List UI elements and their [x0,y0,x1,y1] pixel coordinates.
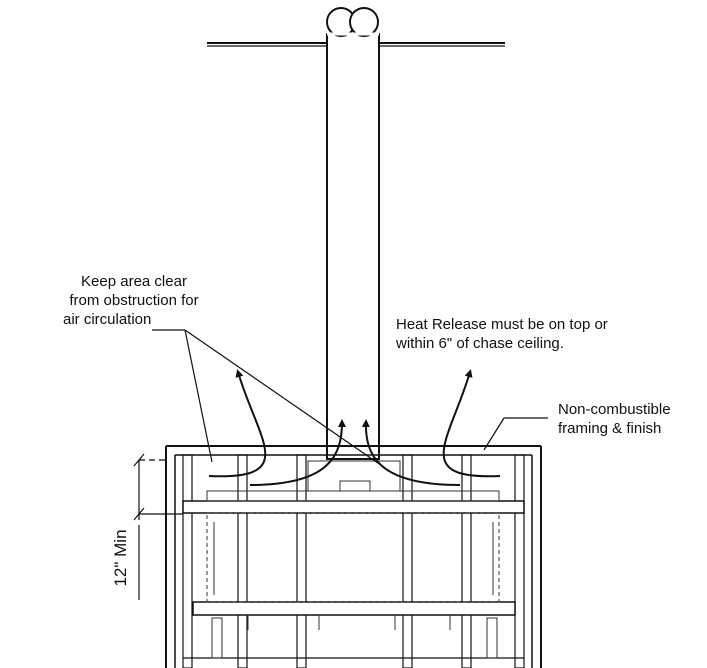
dimension-label: 12" Min [111,529,130,587]
airflow-arrow-left-outer [208,369,267,478]
keep-area-clear-label: Keep area clear from obstruction for air… [63,273,199,328]
airflow-arrow-left-inner [249,419,346,486]
dimension-12in [133,453,183,600]
non-combustible-label: Non-combustible framing & finish [558,401,671,437]
fireplace-unit [206,460,500,659]
airflow-arrow-right-outer [442,369,501,478]
leader-lines [152,329,548,471]
airflow-arrow-right-inner [361,419,461,486]
heat-release-label: Heat Release must be on top or within 6"… [396,316,608,352]
vent-pipe [326,7,380,460]
pipe-top-right-circle [349,7,379,37]
